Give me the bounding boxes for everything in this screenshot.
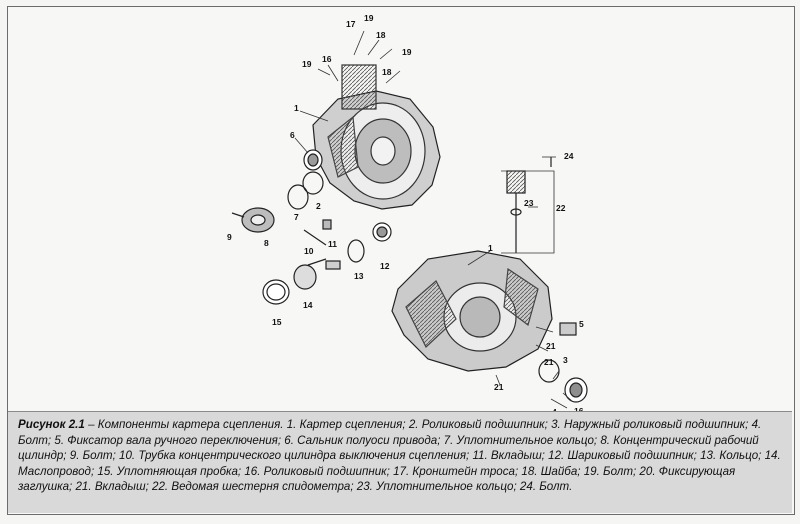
lower-housing — [391, 250, 553, 372]
callout-7: 7 — [294, 212, 299, 222]
callout-16: 16 — [574, 406, 584, 412]
callout-14: 14 — [303, 300, 313, 310]
exploded-diagram: 1 1 2 3 4 5 6 7 8 9 10 11 12 13 14 15 16… — [227, 13, 588, 412]
shift-retainer-5 — [559, 322, 577, 336]
o-ring-23 — [510, 208, 522, 216]
callout-9: 9 — [227, 232, 232, 242]
callout-23: 23 — [524, 198, 534, 208]
callout-6: 6 — [290, 130, 295, 140]
callout-12: 12 — [380, 261, 390, 271]
sleeve-11 — [322, 219, 332, 230]
callout-19: 19 — [364, 13, 374, 23]
callout-numbers: 1 1 2 3 4 5 6 7 8 9 10 11 12 13 14 15 16… — [227, 13, 584, 412]
callout-13: 13 — [354, 271, 364, 281]
callout-10: 10 — [304, 246, 314, 256]
callout-17: 17 — [346, 19, 356, 29]
tube-10 — [303, 229, 327, 246]
small-parts — [231, 149, 588, 403]
oil-pipe-disc — [293, 264, 317, 290]
callout-21c: 21 — [494, 382, 504, 392]
callout-1b: 1 — [488, 243, 493, 253]
figure-caption: Рисунок 2.1 – Компоненты картера сцеплен… — [8, 411, 792, 513]
callout-16b: 16 — [322, 54, 332, 64]
callout-19b: 19 — [402, 47, 412, 57]
callout-18: 18 — [376, 30, 386, 40]
oil-pipe-14 — [307, 258, 327, 266]
speedo-gear-22 — [506, 170, 526, 194]
callout-15: 15 — [272, 317, 282, 327]
callout-11: 11 — [328, 239, 337, 249]
caption-label: Рисунок 2.1 — [18, 418, 85, 431]
callout-4: 4 — [552, 407, 557, 412]
callout-21: 21 — [546, 341, 556, 351]
callout-21b: 21 — [544, 357, 554, 367]
ring-7 — [287, 184, 309, 210]
upper-housing — [312, 64, 441, 210]
callout-18b: 18 — [382, 67, 392, 77]
callout-19c: 19 — [302, 59, 312, 69]
ring-2a — [302, 171, 324, 195]
callout-8: 8 — [264, 238, 269, 248]
ring-13 — [347, 239, 365, 263]
callout-3: 3 — [563, 355, 568, 365]
callout-5: 5 — [579, 319, 584, 329]
callout-2: 2 — [316, 201, 321, 211]
callout-1: 1 — [294, 103, 299, 113]
caption-text: – Компоненты картера сцепления. 1. Карте… — [18, 418, 781, 494]
leader-lines — [294, 30, 573, 409]
callout-24: 24 — [564, 151, 574, 161]
callout-22: 22 — [556, 203, 566, 213]
